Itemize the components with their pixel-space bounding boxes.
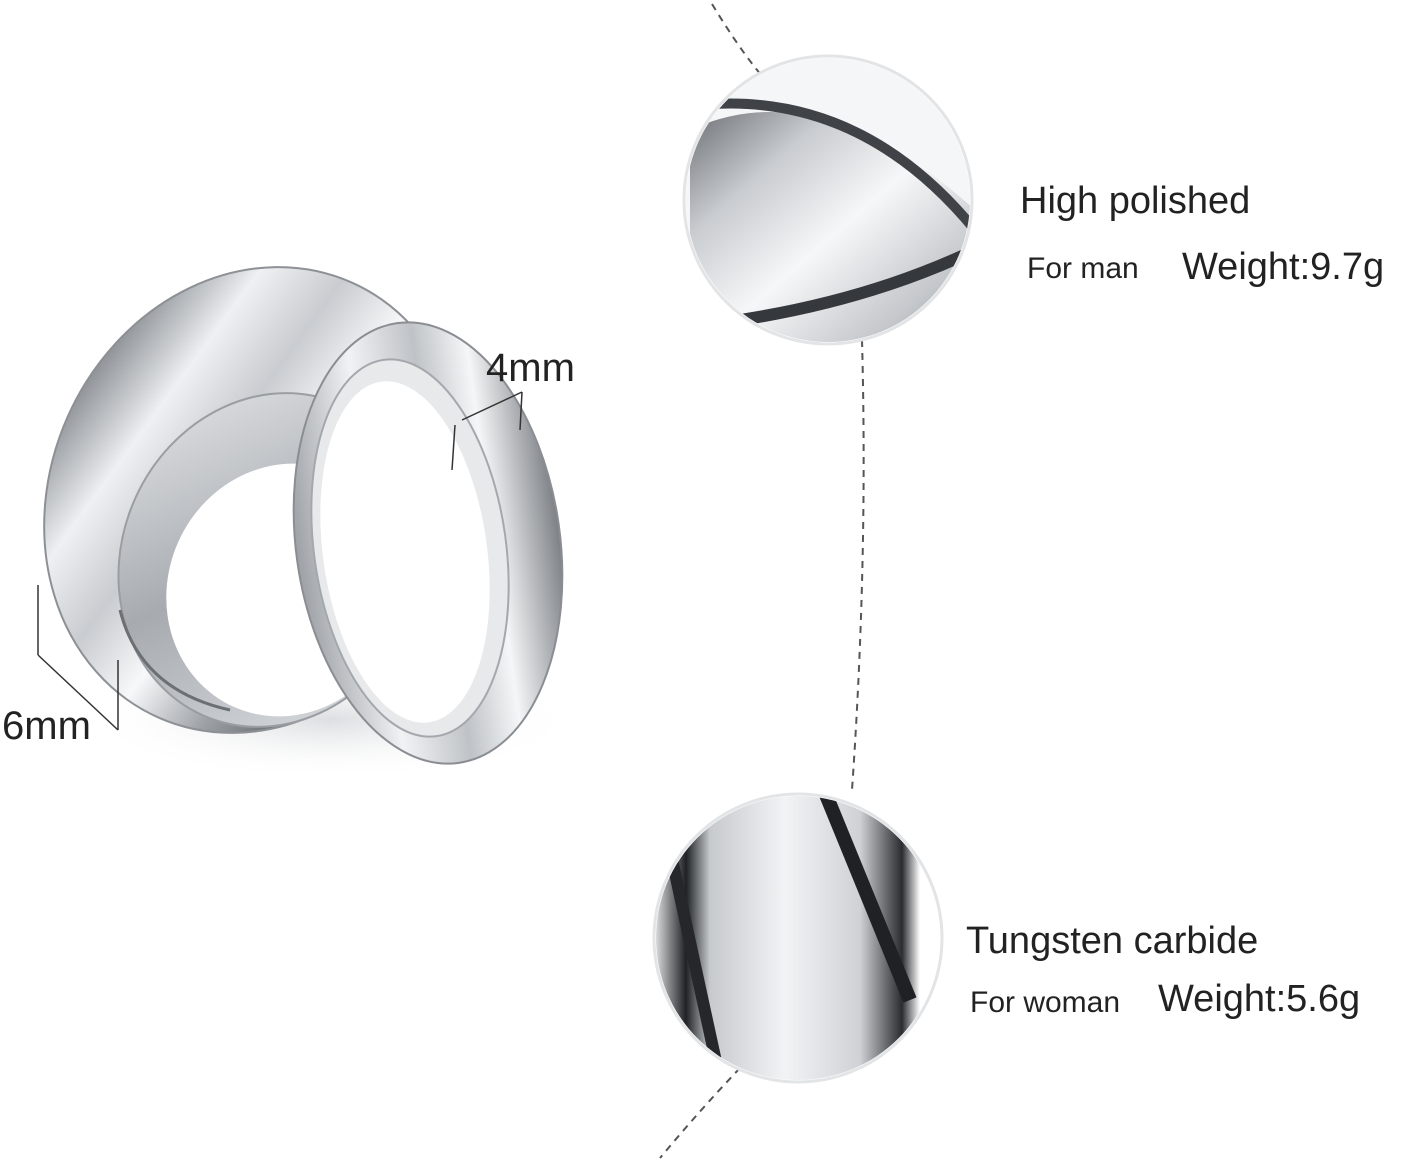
bottom-feature-audience: For woman: [970, 986, 1121, 1019]
top-feature-audience: For man: [1027, 252, 1139, 285]
bottom-feature-weight: Weight:5.6g: [1158, 978, 1361, 1020]
width-4mm-bracket: [451, 391, 523, 471]
width-6mm-bracket: [37, 585, 119, 731]
narrow-ring-image: [292, 321, 564, 765]
top-feature-title: High polished: [1020, 180, 1251, 222]
wide-ring-width-label: 6mm: [2, 704, 91, 748]
narrow-ring-width-label: 4mm: [486, 346, 575, 390]
top-feature-weight: Weight:9.7g: [1182, 246, 1385, 288]
edge-zoom-circle: [652, 792, 944, 1084]
polish-zoom-circle: [682, 54, 974, 346]
dashed-connector: [659, 3, 865, 1159]
bottom-feature-title: Tungsten carbide: [966, 920, 1259, 962]
